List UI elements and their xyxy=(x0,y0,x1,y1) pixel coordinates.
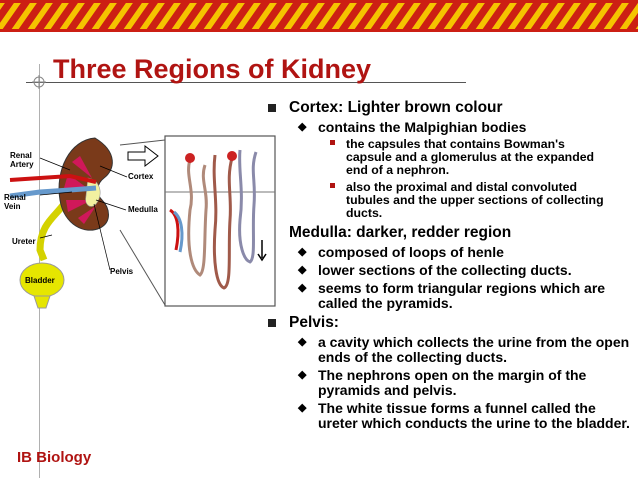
diamond-bullet-icon: ◆ xyxy=(298,246,307,258)
slide-body: Cortex: Lighter brown colour ◆contains t… xyxy=(268,99,638,434)
renal-vein-shape xyxy=(9,185,97,199)
diamond-bullet-icon: ◆ xyxy=(298,336,307,348)
label-bladder: Bladder xyxy=(25,276,55,285)
diamond-bullet-icon: ◆ xyxy=(298,369,307,381)
label-cortex: Cortex xyxy=(128,172,154,181)
bullet-cortex-detail-2: also the proximal and distal convoluted … xyxy=(268,181,638,220)
diamond-bullet-icon: ◆ xyxy=(298,264,307,276)
bullet-pelvis-item: ◆The nephrons open on the margin of the … xyxy=(298,367,587,398)
kidney-diagram: Renal Artery Renal Vein Cortex Medulla U… xyxy=(4,135,276,309)
bullet-cortex-sub: ◆contains the Malpighian bodies xyxy=(298,119,527,135)
square-bullet-icon xyxy=(268,104,276,112)
bullet-pelvis-item: ◆a cavity which collects the urine from … xyxy=(298,334,630,365)
bullet-cortex: Cortex: Lighter brown colour xyxy=(268,99,638,117)
label-ureter: Ureter xyxy=(12,237,36,246)
diamond-bullet-icon: ◆ xyxy=(298,402,307,414)
svg-text:Artery: Artery xyxy=(10,160,34,169)
svg-text:Vein: Vein xyxy=(4,202,21,211)
label-renal-vein: Renal xyxy=(4,193,26,202)
bullet-cortex-detail-1: the capsules that contains Bowman's caps… xyxy=(268,138,638,177)
nephron-detail-box xyxy=(164,135,276,307)
pelvis-shape xyxy=(85,177,101,207)
label-medulla: Medulla xyxy=(128,205,158,214)
bullet-medulla-item: ◆seems to form triangular regions which … xyxy=(298,280,606,311)
square-bullet-icon xyxy=(268,319,276,327)
label-renal-artery: Renal xyxy=(10,151,32,160)
label-pelvis: Pelvis xyxy=(110,267,134,276)
bullet-medulla: Medulla: darker, redder region xyxy=(289,224,512,241)
bullet-medulla-item: ◆lower sections of the collecting ducts. xyxy=(298,262,572,278)
title-underline xyxy=(26,82,466,83)
square-bullet-icon xyxy=(330,183,335,188)
renal-artery-shape xyxy=(9,173,97,184)
square-bullet-icon xyxy=(330,140,335,145)
top-decorative-band xyxy=(0,0,638,32)
diamond-bullet-icon: ◆ xyxy=(298,282,307,294)
bullet-pelvis-item: ◆The white tissue forms a funnel called … xyxy=(298,400,630,431)
arrow-right-icon xyxy=(127,144,159,168)
footer-label: IB Biology xyxy=(17,449,92,466)
crosshair-icon xyxy=(32,75,46,89)
bullet-pelvis: Pelvis: xyxy=(268,314,638,332)
bullet-medulla-item: ◆composed of loops of henle xyxy=(298,244,504,260)
slide-title: Three Regions of Kidney xyxy=(53,54,372,84)
diamond-bullet-icon: ◆ xyxy=(298,121,307,133)
